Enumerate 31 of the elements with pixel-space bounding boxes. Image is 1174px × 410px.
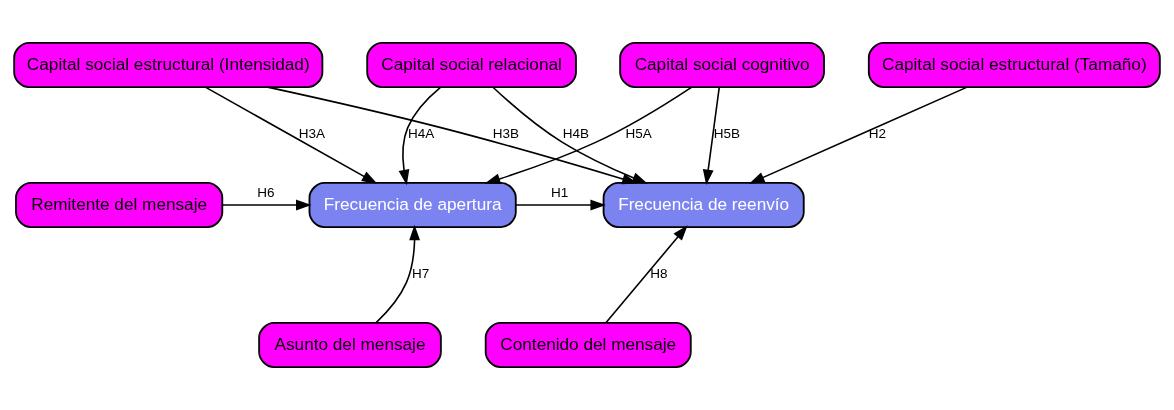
arrow [204,86,378,184]
edge-label: H3B [492,126,520,142]
edge-label: H7 [411,266,430,282]
edge-label: H2 [868,126,887,142]
edge-label: H4B [562,126,590,142]
arrow [702,86,721,186]
arrow [221,199,312,211]
arrow [484,86,693,185]
arrow [398,86,442,186]
node-box: Capital social cognitivo [619,42,825,89]
node-box: Capital social relacional [366,42,577,89]
node-box: Contenido del mensaje [484,321,692,368]
arrow [515,199,606,211]
edge-label: H3A [298,126,326,142]
arrow [266,86,638,185]
edge-label: H5B [713,126,741,142]
node-box: Frecuencia de apertura [308,182,517,228]
arrow [375,224,421,324]
node-box: Remitente del mensaje [15,182,224,228]
edge-label: H6 [257,185,275,201]
node-box: Frecuencia de reenvío [602,182,805,228]
arrow [749,86,968,184]
node-box: Asunto del mensaje [258,321,442,368]
node-box: Capital social estructural (Tamaño) [867,42,1161,89]
arrow [492,86,648,184]
edge-label: H1 [551,185,569,201]
node-box: Capital social estructural (Intensidad) [13,42,324,89]
edge-label: H8 [650,266,668,282]
arrow [605,225,688,324]
edge-label: H5A [625,126,652,142]
edge-label: H4A [408,126,435,142]
